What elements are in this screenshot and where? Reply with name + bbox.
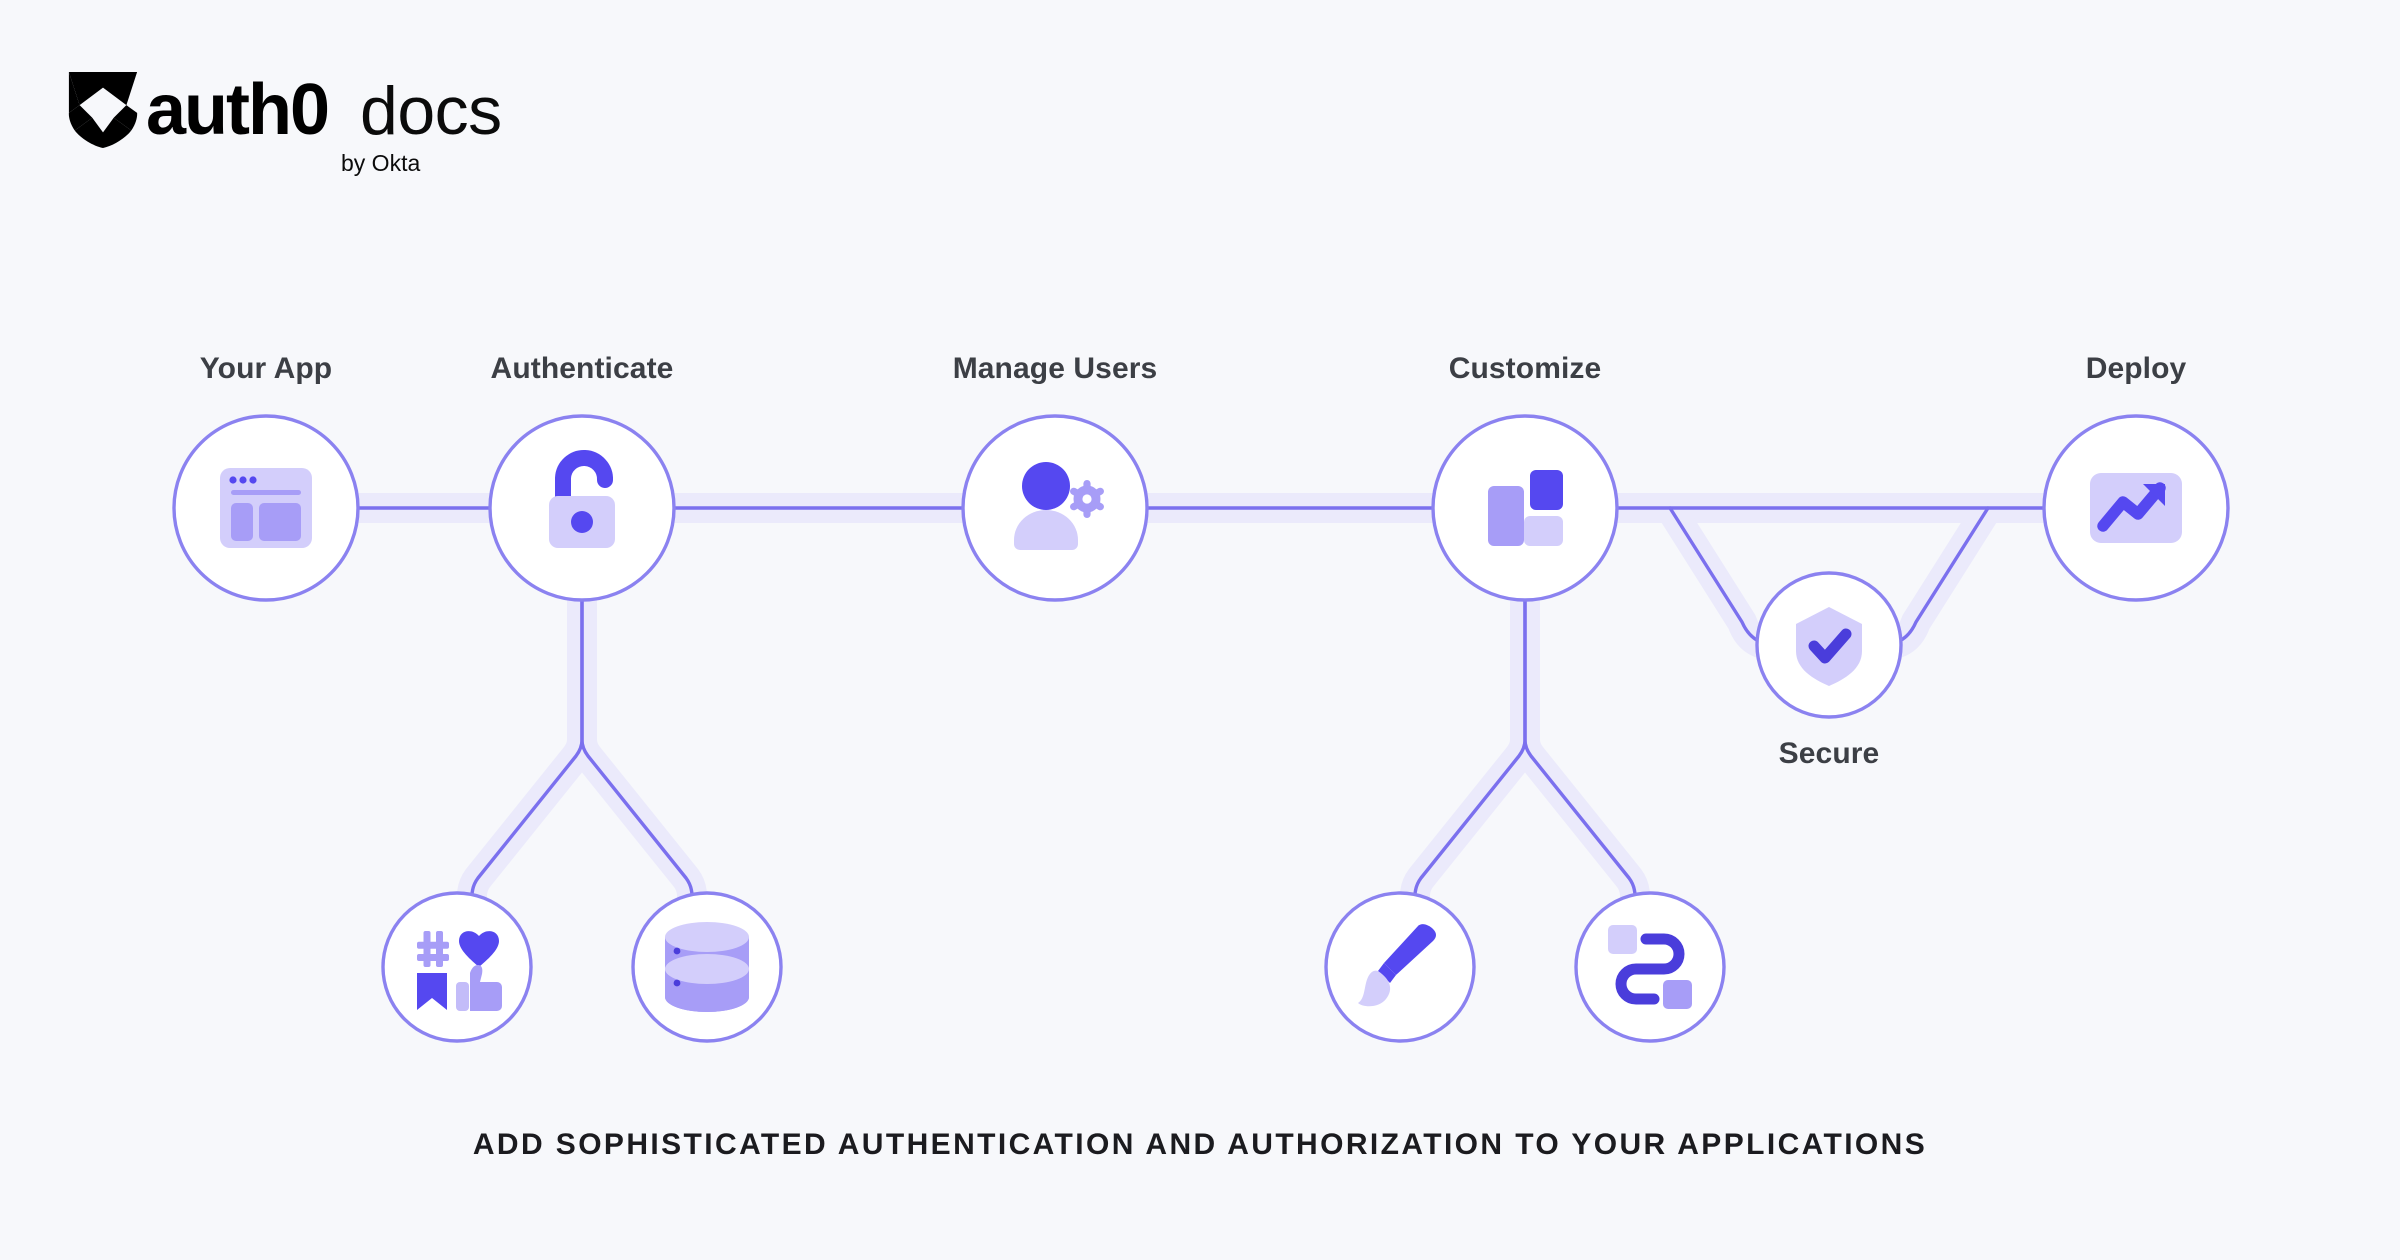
unlock-icon (549, 450, 615, 548)
user-settings-icon (1014, 462, 1104, 550)
thumbs-up-icon (456, 965, 502, 1011)
browser-window-icon (220, 468, 312, 548)
connector-authenticate-database (580, 506, 694, 969)
paintbrush-icon (1358, 924, 1436, 1007)
node-your-app[interactable] (172, 414, 360, 602)
label-customize: Customize (1448, 352, 1602, 385)
brand-product: docs (360, 73, 502, 149)
main-nodes (172, 414, 2230, 602)
layout-blocks-icon (1488, 470, 1563, 546)
bookmark-icon (417, 973, 447, 1010)
node-actions[interactable] (1574, 891, 1726, 1043)
node-social[interactable] (381, 891, 533, 1043)
connector-customize-actions (1523, 506, 1637, 969)
node-authenticate[interactable] (488, 414, 676, 602)
auth0-shield-star-logo (68, 72, 138, 148)
label-secure: Secure (1778, 737, 1880, 770)
hash-icon (417, 931, 449, 967)
sub-nodes (381, 571, 1903, 1043)
actions-flow-icon (1608, 925, 1692, 1009)
label-authenticate: Authenticate (490, 352, 674, 385)
brand-byline: by Okta (341, 150, 421, 176)
label-deploy: Deploy (2085, 352, 2187, 385)
trending-up-icon (2090, 473, 2182, 543)
brand-header: auth0 docs by Okta (68, 70, 502, 176)
label-your-app: Your App (199, 352, 333, 385)
node-secure[interactable] (1755, 571, 1903, 719)
database-icon (665, 922, 749, 1012)
node-manage-users[interactable] (961, 414, 1149, 602)
heart-icon (459, 931, 499, 967)
node-database[interactable] (631, 891, 783, 1043)
node-deploy[interactable] (2042, 414, 2230, 602)
shield-check-icon (1796, 607, 1862, 686)
social-connections-icon (417, 931, 502, 1011)
label-manage-users: Manage Users (952, 352, 1158, 385)
page-caption: ADD SOPHISTICATED AUTHENTICATION AND AUT… (472, 1128, 1928, 1161)
node-branding[interactable] (1324, 891, 1476, 1043)
node-customize[interactable] (1431, 414, 1619, 602)
brand-wordmark: auth0 (146, 70, 330, 150)
